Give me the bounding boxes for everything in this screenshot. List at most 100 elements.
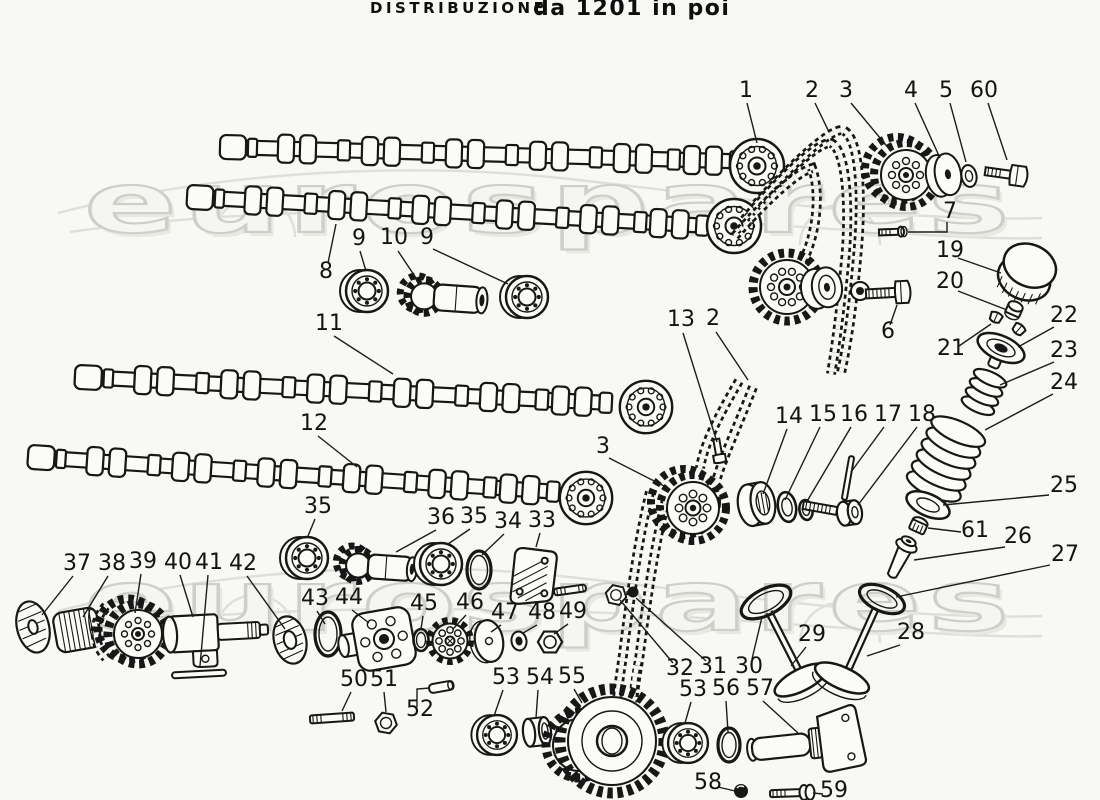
- part-label-31: 31: [699, 654, 727, 679]
- part-label-9: 9: [352, 226, 366, 251]
- part-label-22: 22: [1050, 303, 1078, 328]
- bearing: [470, 713, 519, 757]
- leader-line-33: [535, 532, 541, 548]
- part-label-4: 4: [904, 78, 918, 103]
- valve-seat-ring: [739, 583, 793, 621]
- stud: [308, 711, 356, 725]
- leader-line-7: [908, 222, 948, 233]
- nut: [372, 710, 400, 736]
- small-bolt: [877, 225, 908, 238]
- stud: [553, 583, 587, 597]
- valve-guide: [886, 535, 918, 579]
- part-label-26: 26: [1004, 524, 1032, 549]
- end-plug-disc: [15, 600, 51, 654]
- leader-line-34: [481, 533, 505, 556]
- part-label-56: 56: [712, 676, 740, 701]
- o-ring: [465, 549, 493, 591]
- aux-sprocket-shaft: [332, 542, 418, 585]
- part-label-40: 40: [164, 550, 192, 575]
- camshaft-drive-sprocket: [647, 465, 730, 545]
- leader-line-16: [805, 426, 852, 504]
- part-label-23: 23: [1050, 338, 1078, 363]
- chain-cover-plate: [509, 546, 558, 605]
- part-label-38: 38: [98, 551, 126, 576]
- part-label-32: 32: [666, 656, 694, 681]
- part-label-52: 52: [406, 697, 434, 722]
- tensioner-housing: [161, 613, 270, 668]
- leader-line-43: [316, 610, 326, 625]
- hex-bolt: [983, 163, 1029, 188]
- part-label-41: 41: [195, 550, 223, 575]
- part-label-2: 2: [706, 306, 720, 331]
- part-label-25: 25: [1050, 473, 1078, 498]
- sprocket-hub: [736, 481, 777, 528]
- detent-ball: [627, 586, 639, 598]
- leader-line-32: [619, 599, 674, 664]
- o-ring: [313, 610, 343, 658]
- leader-line-48: [522, 624, 538, 634]
- leader-line-1: [746, 102, 758, 144]
- part-label-16: 16: [840, 402, 868, 427]
- leader-line-3: [850, 102, 891, 151]
- part-label-35: 35: [304, 494, 332, 519]
- leader-line-3: [608, 457, 665, 487]
- valve-keeper: [988, 310, 1004, 324]
- valve-seat-ring: [857, 582, 907, 616]
- leader-line-2: [814, 102, 830, 133]
- aux-shaft-upper: [338, 268, 550, 320]
- leader-line-44: [351, 609, 370, 624]
- part-label-24: 24: [1050, 370, 1078, 395]
- part-label-45: 45: [410, 591, 438, 616]
- part-label-42: 42: [229, 551, 257, 576]
- part-label-3: 3: [596, 434, 610, 459]
- leader-line-23: [999, 361, 1055, 386]
- bearing: [278, 535, 330, 581]
- part-label-20: 20: [936, 269, 964, 294]
- part-label-57: 57: [746, 676, 774, 701]
- part-label-28: 28: [897, 620, 925, 645]
- leader-line-52: [416, 687, 431, 707]
- leader-line-28: [866, 644, 901, 657]
- tensioner-bolt: [864, 279, 912, 305]
- part-label-5: 5: [939, 78, 953, 103]
- leader-line-35: [307, 518, 316, 537]
- part-label-59: 59: [820, 778, 848, 800]
- part-label-10: 10: [380, 225, 408, 250]
- leader-line-26: [913, 546, 1006, 561]
- dowel-pin: [841, 455, 855, 501]
- camshaft-4: [25, 441, 562, 508]
- part-label-18: 18: [908, 402, 936, 427]
- part-label-46: 46: [456, 590, 484, 615]
- leader-line-30: [751, 616, 763, 660]
- leader-line-38: [82, 575, 109, 618]
- o-ring: [716, 726, 742, 764]
- part-label-29: 29: [798, 622, 826, 647]
- part-label-21: 21: [937, 336, 965, 361]
- valve-train: [739, 242, 1058, 703]
- shaft-with-flange: [746, 704, 868, 773]
- large-timing-gear: [541, 683, 670, 799]
- plain-disc: [469, 619, 505, 664]
- small-bolt: [712, 437, 728, 465]
- camshaft-3: [73, 361, 614, 419]
- leader-line-51: [383, 691, 387, 713]
- part-label-12: 12: [300, 411, 328, 436]
- bearing: [661, 721, 710, 765]
- leader-line-21: [958, 323, 992, 347]
- part-label-3: 3: [839, 78, 853, 103]
- part-label-19: 19: [936, 238, 964, 263]
- leader-line-61: [927, 527, 962, 533]
- leader-line-6: [889, 304, 898, 326]
- part-label-34: 34: [494, 509, 522, 534]
- upper-chain-assembly: [731, 124, 1029, 375]
- part-label-51: 51: [370, 667, 398, 692]
- leader-line-29: [790, 646, 807, 667]
- bottom-right-assembly: [661, 704, 868, 800]
- bearing: [338, 268, 390, 314]
- part-label-55: 55: [558, 664, 586, 689]
- leader-line-11: [333, 335, 394, 375]
- leader-line-18: [857, 426, 918, 506]
- leader-line-14: [762, 428, 788, 495]
